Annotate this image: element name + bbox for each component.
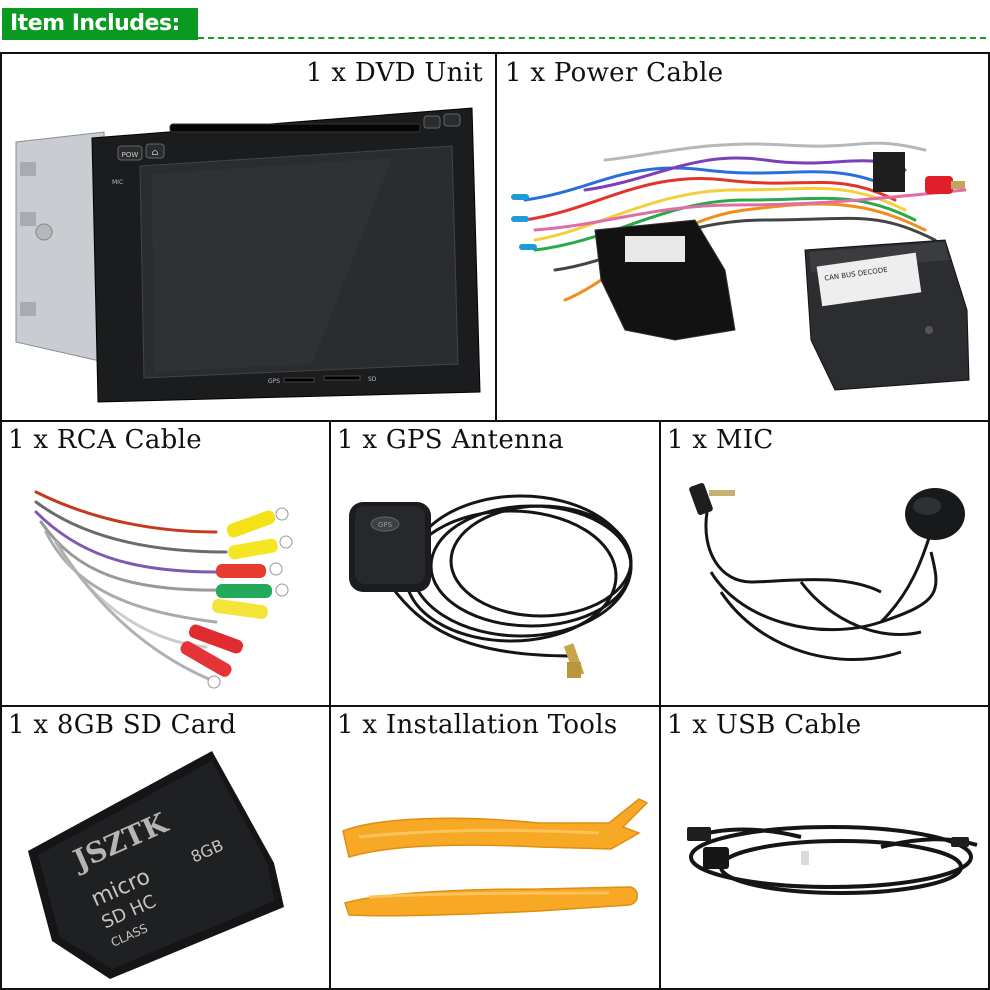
- item-label: 1 x Power Cable: [505, 58, 724, 88]
- item-label: 1 x USB Cable: [667, 710, 862, 740]
- cell-dvd-unit: 1 x DVD Unit POW ⌂ MIC GPS SD: [0, 52, 497, 422]
- item-label: 1 x RCA Cable: [8, 425, 202, 455]
- home-icon: ⌂: [152, 148, 159, 158]
- cell-mic: 1 x MIC: [659, 420, 990, 707]
- item-label: 1 x Installation Tools: [337, 710, 618, 740]
- mic-image: [689, 483, 965, 661]
- cell-gps-antenna: 1 x GPS Antenna GPS: [329, 420, 661, 707]
- rca-cable-image: [34, 490, 293, 689]
- cell-sd-card: 1 x 8GB SD Card JSZTK micro SD HC CLASS …: [0, 705, 331, 990]
- cell-installation-tools: 1 x Installation Tools: [329, 705, 661, 990]
- header-dashed-line: [198, 37, 986, 39]
- cell-usb-cable: 1 x USB Cable: [659, 705, 990, 990]
- gps-antenna-image: GPS: [349, 494, 633, 678]
- pow-button-text: POW: [122, 151, 139, 159]
- gps-puck-text: GPS: [378, 521, 393, 529]
- cell-power-cable: 1 x Power Cable CAN BUS DECODE: [495, 52, 990, 422]
- mic-text: MIC: [112, 179, 123, 186]
- item-includes-title: Item Includes:: [2, 8, 198, 40]
- header-bar: Item Includes:: [0, 0, 990, 44]
- sd-port-text: SD: [368, 376, 377, 383]
- item-label: 1 x MIC: [667, 425, 774, 455]
- item-label: 1 x GPS Antenna: [337, 425, 564, 455]
- power-cable-image: CAN BUS DECODE: [511, 141, 970, 391]
- usb-cable-image: [687, 825, 978, 895]
- cell-rca-cable: 1 x RCA Cable: [0, 420, 331, 707]
- item-label: 1 x DVD Unit: [305, 58, 483, 88]
- dvd-unit-image: POW ⌂ MIC GPS SD: [15, 107, 481, 403]
- installation-tools-image: [342, 798, 649, 917]
- sd-card-image: JSZTK micro SD HC CLASS 8GB: [28, 751, 284, 979]
- gps-port-text: GPS: [268, 378, 280, 385]
- item-label: 1 x 8GB SD Card: [8, 710, 237, 740]
